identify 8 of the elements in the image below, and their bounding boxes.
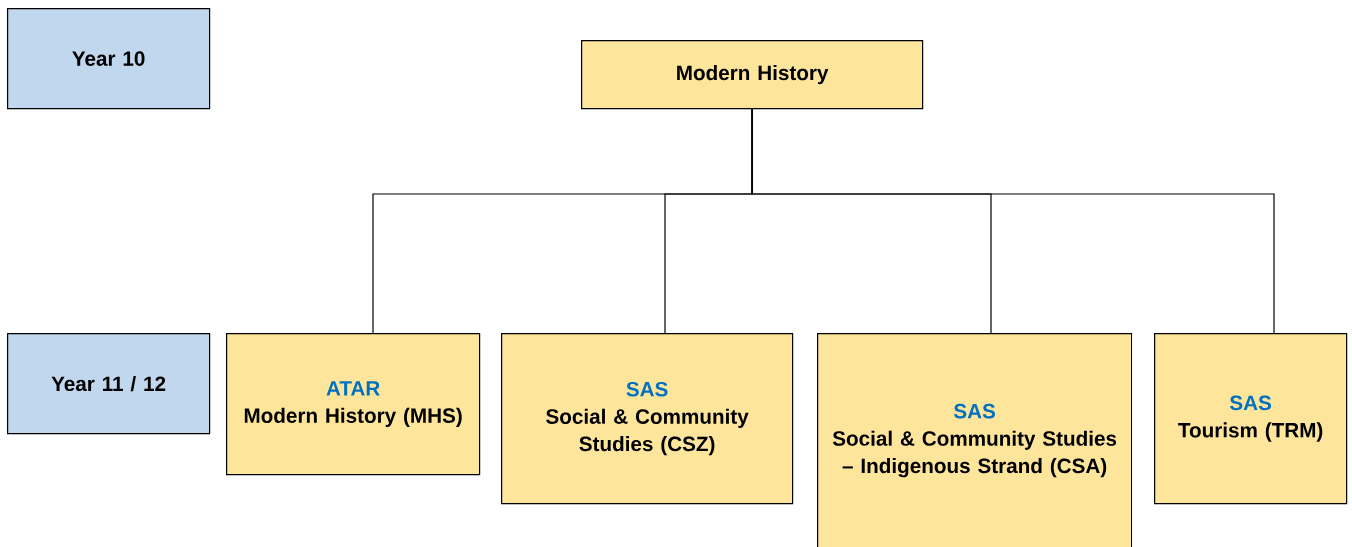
course-box: Modern History	[581, 40, 924, 110]
course-box: ATAR Modern History (MHS)	[226, 333, 481, 476]
course-box: SAS Social & Community Studies – Indigenous Strand (CSA)	[817, 333, 1133, 547]
course-box: SAS Social & Community Studies (CSZ)	[501, 333, 794, 505]
connector-line	[751, 108, 1275, 334]
course-box: SAS Tourism (TRM)	[1154, 333, 1348, 505]
level-box: Year 11 / 12	[7, 333, 211, 435]
level-box: Year 10	[7, 8, 211, 110]
